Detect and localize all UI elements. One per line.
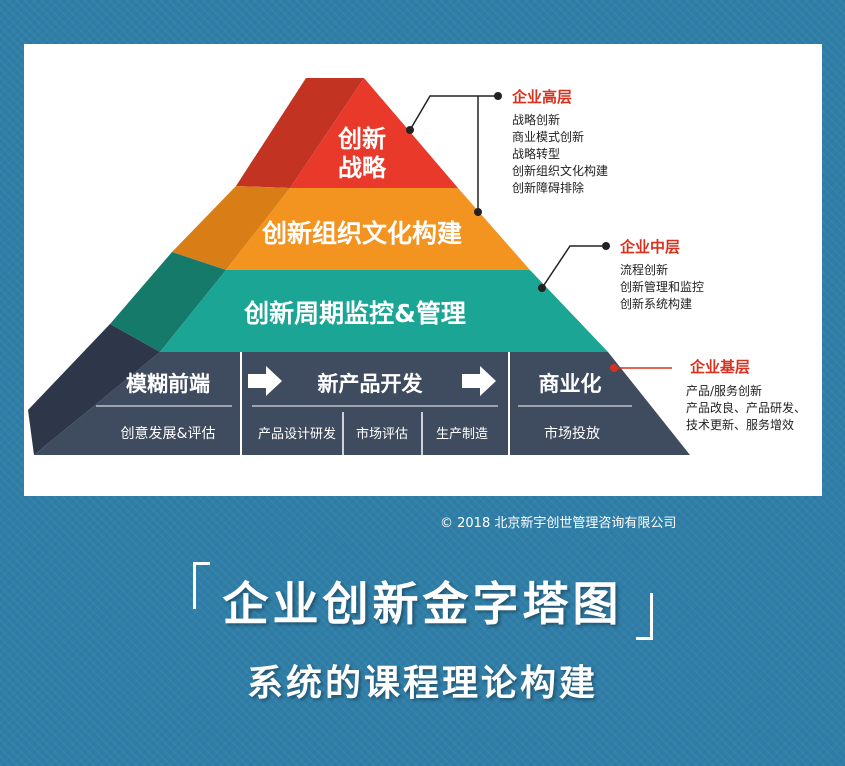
level3-label: 创新周期监控&管理 (243, 299, 466, 328)
bracket-left (192, 562, 210, 609)
senior-item: 战略转型 (512, 146, 560, 161)
pyramid-side-level3 (110, 252, 226, 352)
arrow-icon (248, 366, 282, 396)
npd-sub: 产品设计研发 (258, 426, 336, 442)
callout-dot (474, 208, 482, 216)
senior-item: 创新障碍排除 (512, 180, 584, 195)
middle-item: 创新系统构建 (620, 296, 692, 311)
pyramid-level-top (290, 78, 458, 188)
stage-npd: 新产品开发 (318, 372, 424, 396)
callout-line-senior (409, 95, 498, 131)
base-item: 产品/服务创新 (686, 383, 762, 398)
fuzzy-front-sub: 创意发展&评估 (121, 425, 216, 442)
top-label-line2: 战略 (338, 154, 387, 182)
callout-dot (538, 284, 546, 292)
npd-sub: 市场评估 (356, 426, 408, 442)
callout-dot (494, 92, 502, 100)
senior-item: 商业模式创新 (512, 129, 584, 144)
top-label-line1: 创新 (337, 125, 386, 153)
npd-sub: 生产制造 (436, 427, 488, 442)
innovation-pyramid: 创新 战略 创新组织文化构建 创新周期监控&管理 模糊前端 新产品开发 商业化 … (28, 78, 806, 455)
middle-item: 创新管理和监控 (620, 279, 704, 294)
bracket-right (635, 593, 653, 640)
base-item: 产品改良、产品研发、 (686, 400, 806, 415)
base-item: 技术更新、服务增效 (686, 417, 794, 432)
senior-title: 企业高层 (511, 88, 572, 106)
arrow-icon (462, 366, 496, 396)
copyright-text: © 2018 北京新宇创世管理咨询有限公司 (440, 516, 677, 531)
middle-title: 企业中层 (619, 238, 680, 256)
senior-item: 创新组织文化构建 (512, 163, 608, 178)
stage-fuzzy-front: 模糊前端 (126, 372, 210, 396)
pyramid-side-top (236, 78, 364, 188)
senior-item: 战略创新 (512, 112, 560, 127)
pyramid-level-3 (160, 270, 608, 352)
middle-item: 流程创新 (620, 262, 668, 277)
stage-commercial: 商业化 (539, 372, 602, 396)
pyramid-side-base (28, 324, 160, 455)
callout-line-middle (541, 245, 606, 289)
page-subtitle: 系统的课程理论构建 (246, 663, 598, 704)
pyramid-level-base (34, 352, 690, 455)
callout-dot (406, 126, 414, 134)
level2-label: 创新组织文化构建 (261, 219, 462, 248)
callout-dot (610, 364, 618, 372)
page-title-box: 企业创新金字塔图 (192, 562, 653, 640)
callout-dot (602, 242, 610, 250)
base-title: 企业基层 (689, 358, 750, 376)
pyramid-level-2 (226, 188, 530, 270)
title-block: 企业创新金字塔图 (0, 562, 845, 640)
commercial-sub: 市场投放 (544, 425, 600, 442)
pyramid-side-level2 (172, 186, 290, 270)
page-title: 企业创新金字塔图 (222, 577, 623, 631)
